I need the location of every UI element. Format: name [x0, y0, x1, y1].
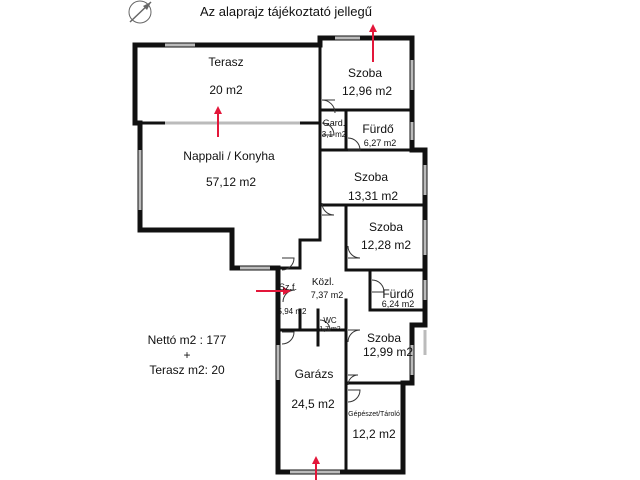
- room-area-wc: 1,7 m2: [319, 326, 341, 333]
- net-area-label: Nettó m2 : 177: [148, 333, 227, 347]
- room-name-furdo-1: Fürdő: [362, 122, 394, 136]
- room-area-garazs: 24,5 m2: [291, 397, 335, 411]
- room-name-gardrob: Gard.: [323, 118, 346, 128]
- area-summary: Nettó m2 : 177 + Terasz m2: 20: [148, 333, 227, 377]
- room-area-nappali: 57,12 m2: [206, 175, 256, 189]
- plus-sign: +: [183, 348, 190, 362]
- room-name-szf: Sz.f.: [279, 282, 297, 292]
- doors: [281, 99, 385, 403]
- room-area-szf: 5,94 m2: [278, 307, 307, 316]
- room-name-kozl: Közl.: [312, 277, 334, 288]
- room-area-furdo-2: 6,24 m2: [382, 299, 415, 309]
- room-name-szoba-1: Szoba: [348, 66, 382, 80]
- compass-icon: [128, 0, 152, 24]
- room-name-terasz: Terasz: [208, 55, 243, 69]
- room-area-gardrob: 3,1 m2: [322, 130, 347, 139]
- windows: [138, 36, 427, 474]
- entrance-arrows: [214, 24, 377, 480]
- room-area-kozl: 7,37 m2: [311, 290, 344, 300]
- room-labels: Terasz 20 m2 Szoba 12,96 m2 Gard. 3,1 m2…: [183, 55, 414, 441]
- room-area-gepeszet: 12,2 m2: [352, 427, 396, 441]
- disclaimer-note: Az alaprajz tájékoztató jellegű: [200, 4, 372, 19]
- outer-walls: [132, 35, 428, 475]
- room-name-nappali: Nappali / Konyha: [183, 149, 275, 163]
- interior-walls: [133, 43, 427, 474]
- room-area-szoba-2: 13,31 m2: [348, 189, 398, 203]
- room-name-szoba-4: Szoba: [367, 331, 401, 345]
- room-area-szoba-4: 12,99 m2: [363, 345, 413, 359]
- room-area-terasz: 20 m2: [209, 83, 243, 97]
- room-name-garazs: Garázs: [295, 367, 334, 381]
- room-name-wc: WC: [323, 316, 337, 325]
- room-area-furdo-1: 6,27 m2: [364, 138, 397, 148]
- room-name-szoba-3: Szoba: [369, 220, 403, 234]
- room-name-furdo-2: Fürdő: [382, 287, 414, 301]
- room-name-gepeszet: Gépészet/Tároló: [348, 411, 400, 418]
- terrace-area-label: Terasz m2: 20: [149, 363, 225, 377]
- room-area-szoba-3: 12,28 m2: [361, 238, 411, 252]
- room-area-szoba-1: 12,96 m2: [342, 84, 392, 98]
- room-name-szoba-2: Szoba: [354, 170, 388, 184]
